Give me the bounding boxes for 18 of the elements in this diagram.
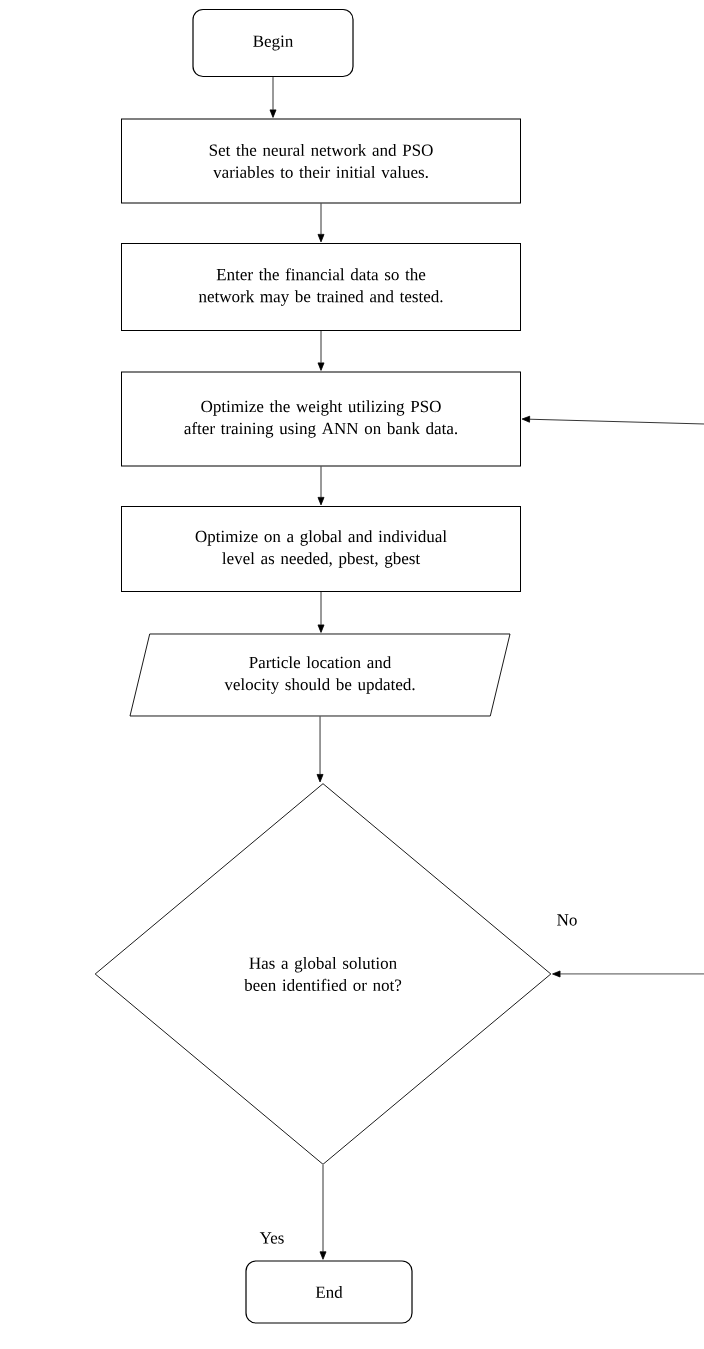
process-box: Optimize on a global and individual level as needed, pbest, gbest [121,506,521,592]
arrow [317,203,325,243]
arrow [317,466,325,506]
arrow [316,716,324,783]
process-box: Set the neural network and PSO variables to their initial values. [121,118,521,204]
edge-label: Yes [258,1231,286,1245]
arrow [552,970,704,978]
arrow [317,330,325,371]
arrow [317,591,325,633]
start-terminal: Begin [192,8,354,78]
process-box: Optimize the weight utilizing PSO after training using ANN on bank data. [121,371,521,467]
arrow [269,76,277,118]
arrow [319,1164,327,1260]
edge-label: No [555,913,579,927]
arrow [521,415,704,425]
end-terminal: End [245,1260,413,1324]
input-output-parallelogram: Particle location and velocity should be updated. [129,633,511,717]
process-box: Enter the financial data so the network may be trained and tested. [121,243,521,331]
